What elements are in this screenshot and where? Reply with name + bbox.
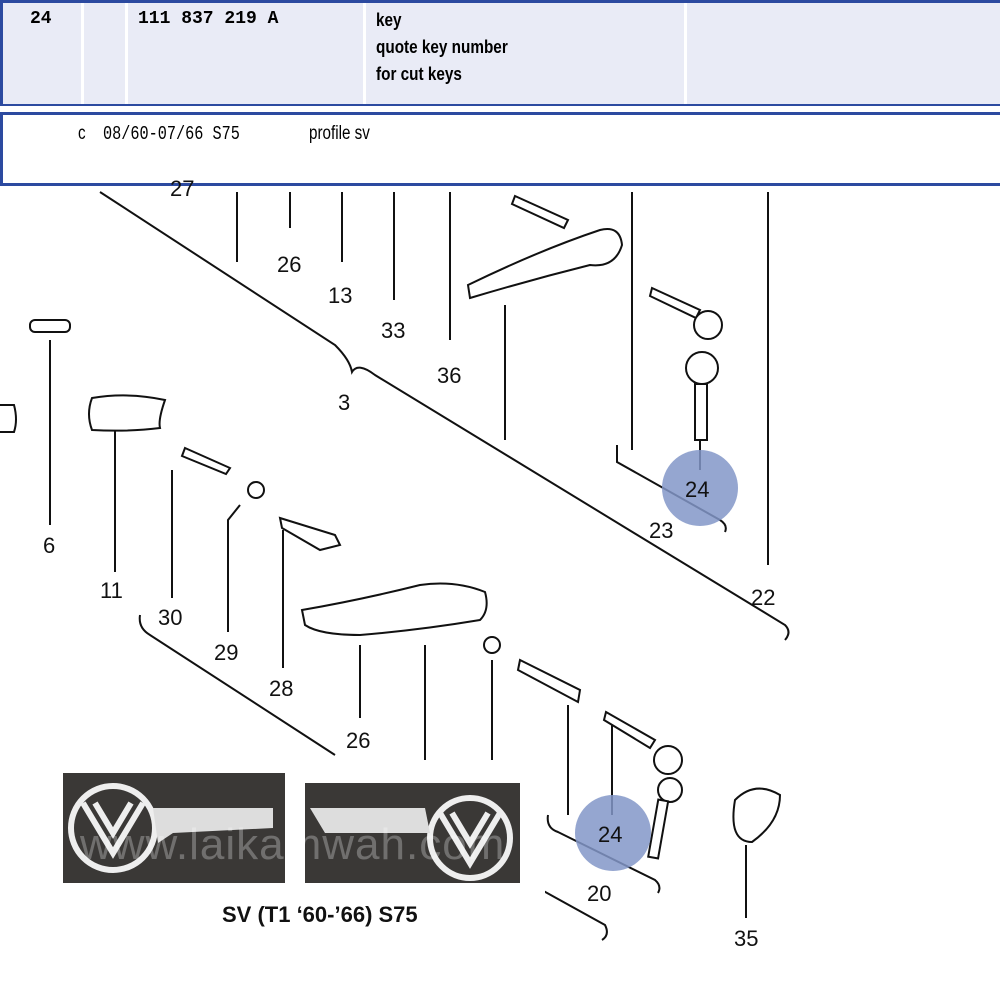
highlight-marker <box>662 450 738 526</box>
callout-27: 27 <box>170 176 194 201</box>
lock-cylinder-icon <box>516 658 582 704</box>
key-icon <box>602 710 657 750</box>
key-head-icon <box>657 777 683 803</box>
callout-33: 33 <box>381 318 405 343</box>
bolt-icon <box>180 446 232 476</box>
key-head-icon <box>693 310 723 340</box>
item-number: 24 <box>30 9 52 29</box>
callout-30: 30 <box>158 605 182 630</box>
key-icon <box>648 286 702 320</box>
part-number-cell: 111 837 219 A <box>128 3 366 104</box>
empty-cell <box>81 3 128 104</box>
watermark: www.laikamwah.com <box>80 820 506 869</box>
parts-table-row: 24 111 837 219 A key quote key number fo… <box>0 0 1000 106</box>
callout-36: 36 <box>437 363 461 388</box>
nut-icon <box>247 481 265 499</box>
callout-26: 26 <box>277 252 301 277</box>
key-blade-icon <box>647 798 670 860</box>
note-row: c 08/60-07/66 S75 profile sv <box>0 112 1000 186</box>
key-fob-icon <box>732 787 782 844</box>
note-remark: profile sv <box>309 123 370 144</box>
key-blade-icon <box>694 383 708 441</box>
callout-11: 11 <box>100 578 123 603</box>
key-head-icon <box>653 745 683 775</box>
lock-cylinder-icon <box>510 194 570 230</box>
callout-35: 35 <box>734 926 758 951</box>
vw-key-icon <box>68 783 273 873</box>
callout-24: 24 <box>598 822 622 847</box>
o-ring-icon <box>483 636 501 654</box>
key-blank-photo-left <box>63 773 285 883</box>
callout-20: 20 <box>587 881 611 906</box>
key-profile-caption: SV (T1 ‘60-’66) S75 <box>222 902 418 927</box>
key-head-icon <box>685 351 719 385</box>
seal-icon <box>0 404 17 433</box>
part-number: 111 837 219 A <box>138 9 279 29</box>
highlight-marker <box>575 795 651 871</box>
door-handle-icon <box>300 582 488 637</box>
callout-29: 29 <box>214 640 238 665</box>
item-cell: 24 <box>3 3 84 104</box>
callout-13: 13 <box>328 283 352 308</box>
callout-22: 22 <box>751 585 775 610</box>
gasket-icon <box>88 394 167 432</box>
callout-28: 28 <box>269 676 293 701</box>
callout-3: 3 <box>338 390 350 415</box>
description-cell: key quote key number for cut keys <box>366 3 687 104</box>
note-date-range: 08/60-07/66 S75 <box>103 123 240 145</box>
description-line: key <box>376 10 402 30</box>
part-drawings <box>0 194 782 860</box>
door-handle-icon <box>466 228 624 300</box>
callout-26: 26 <box>346 728 370 753</box>
lever-icon <box>278 516 342 552</box>
screw-icon <box>29 319 71 333</box>
vw-key-icon <box>310 795 513 881</box>
note-code: c <box>78 123 86 144</box>
callout-24: 24 <box>685 477 709 502</box>
description-line: quote key number <box>376 37 508 57</box>
key-blank-photo-right <box>305 783 520 883</box>
key-photo-panel: www.laikamwah.com <box>55 765 545 955</box>
description-line: for cut keys <box>376 64 462 84</box>
callout-23: 23 <box>649 518 673 543</box>
callout-6: 6 <box>43 533 55 558</box>
